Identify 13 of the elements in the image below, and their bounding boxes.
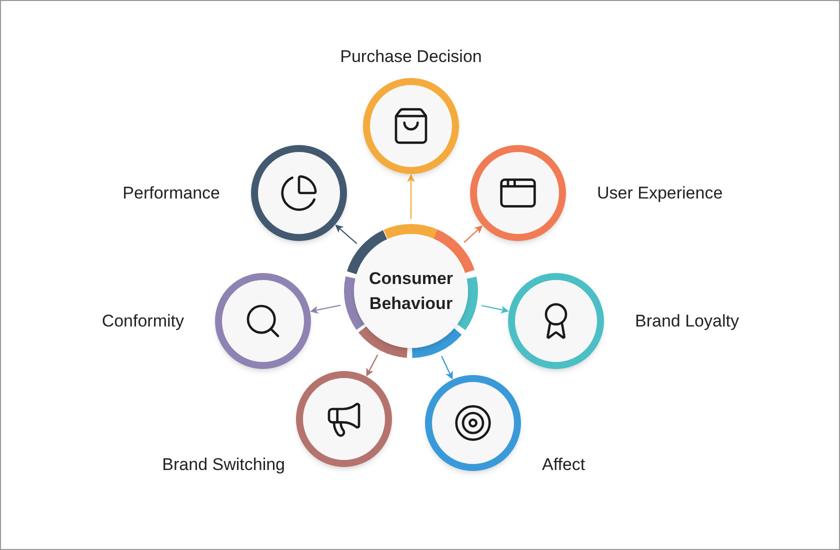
- arrow: [481, 305, 509, 314]
- category-label: Purchase Decision: [340, 46, 482, 68]
- center-title: Consumer Behaviour: [368, 268, 454, 315]
- category-label: Affect: [542, 454, 586, 476]
- category-label: Brand Switching: [162, 454, 285, 476]
- arrow: [310, 304, 341, 314]
- category-label: Brand Loyalty: [635, 310, 739, 332]
- arrow: [407, 174, 415, 219]
- arrow: [464, 225, 483, 243]
- category-label: Performance: [122, 182, 220, 204]
- arrow: [335, 224, 358, 244]
- category-label: Conformity: [102, 310, 184, 332]
- category-label: User Experience: [597, 182, 723, 204]
